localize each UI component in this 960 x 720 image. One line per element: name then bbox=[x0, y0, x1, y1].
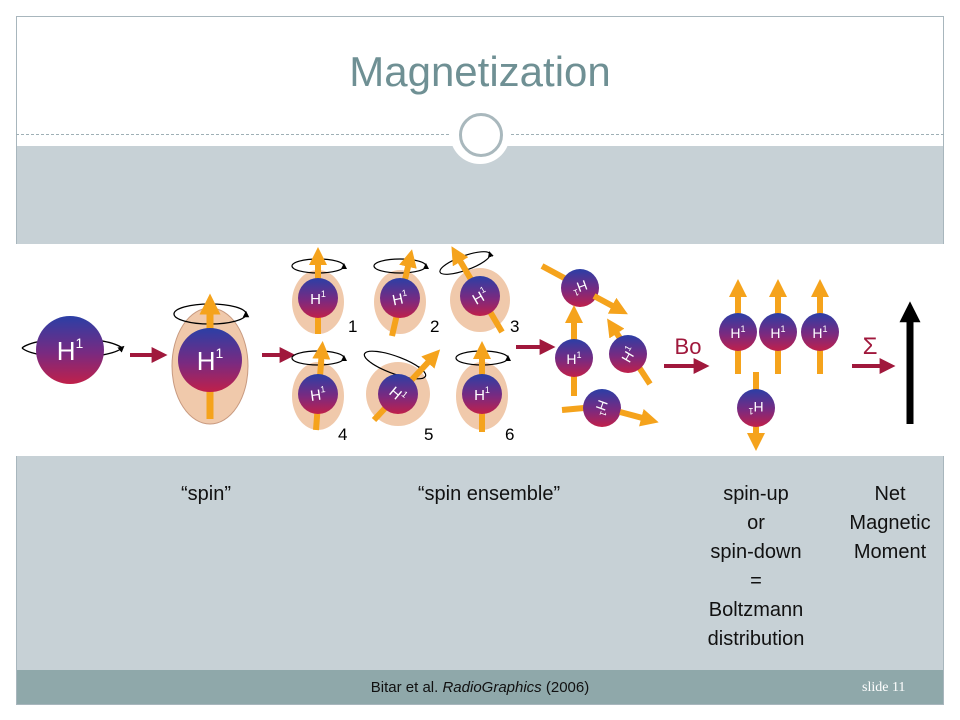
ensemble-proton-6: H1 6 bbox=[455, 341, 514, 444]
proton-spin: H1 bbox=[171, 293, 250, 425]
svg-text:1: 1 bbox=[348, 317, 357, 336]
sigma-arrow: Σ bbox=[852, 333, 896, 374]
caption-spin-states: spin-up or spin-down = Boltzmann distrib… bbox=[707, 483, 805, 650]
svg-text:3: 3 bbox=[510, 317, 519, 336]
footer-bar bbox=[17, 670, 943, 704]
svg-text:H1: H1 bbox=[730, 324, 745, 341]
svg-text:H1: H1 bbox=[309, 384, 327, 405]
svg-text:H1: H1 bbox=[812, 324, 827, 341]
circle-ornament-icon bbox=[459, 113, 503, 157]
slide-title: Magnetization bbox=[349, 48, 611, 95]
svg-text:5: 5 bbox=[424, 425, 433, 444]
svg-text:H1: H1 bbox=[57, 335, 84, 366]
svg-text:2: 2 bbox=[430, 317, 439, 336]
svg-text:H1: H1 bbox=[197, 345, 224, 376]
slide-number: slide 11 bbox=[862, 680, 906, 695]
caption-net-moment: Net Magnetic Moment bbox=[849, 483, 931, 563]
svg-text:H1: H1 bbox=[570, 277, 590, 298]
magnetization-diagram: H1 H1 H1 1 H1 2 bbox=[21, 246, 921, 451]
svg-text:H1: H1 bbox=[748, 399, 763, 416]
svg-text:H1: H1 bbox=[770, 324, 785, 341]
aligned-spins: H1 H1 H1 H1 bbox=[719, 279, 839, 451]
svg-text:H1: H1 bbox=[474, 385, 490, 404]
ensemble-proton-1: H1 1 bbox=[291, 247, 357, 336]
svg-text:H1: H1 bbox=[390, 288, 409, 310]
svg-text:H1: H1 bbox=[310, 289, 326, 308]
ensemble-proton-5: H1 5 bbox=[363, 349, 441, 444]
svg-text:H1: H1 bbox=[566, 350, 581, 367]
ensemble-proton-2: H1 2 bbox=[373, 249, 439, 337]
caption-spin: “spin” bbox=[180, 483, 231, 505]
caption-spin-ensemble: “spin ensemble” bbox=[417, 483, 561, 505]
magnetization-figure: H1 H1 H1 1 H1 2 bbox=[0, 244, 944, 456]
svg-text:4: 4 bbox=[338, 425, 347, 444]
ensemble-proton-4: H1 4 bbox=[291, 341, 347, 444]
svg-text:H1: H1 bbox=[469, 284, 492, 308]
b0-field-arrow: Bo bbox=[664, 334, 710, 374]
citation: Bitar et al. RadioGraphics (2006) bbox=[370, 679, 590, 696]
random-spins: H1 H1 H1 H1 bbox=[540, 263, 659, 427]
proton-single: H1 bbox=[21, 316, 125, 384]
svg-text:6: 6 bbox=[505, 425, 514, 444]
ensemble-proton-3: H1 3 bbox=[439, 246, 519, 336]
spin-ensemble: H1 1 H1 2 H1 3 H1 4 bbox=[291, 246, 519, 444]
svg-text:Σ: Σ bbox=[863, 333, 878, 360]
svg-text:Bo: Bo bbox=[675, 334, 702, 359]
